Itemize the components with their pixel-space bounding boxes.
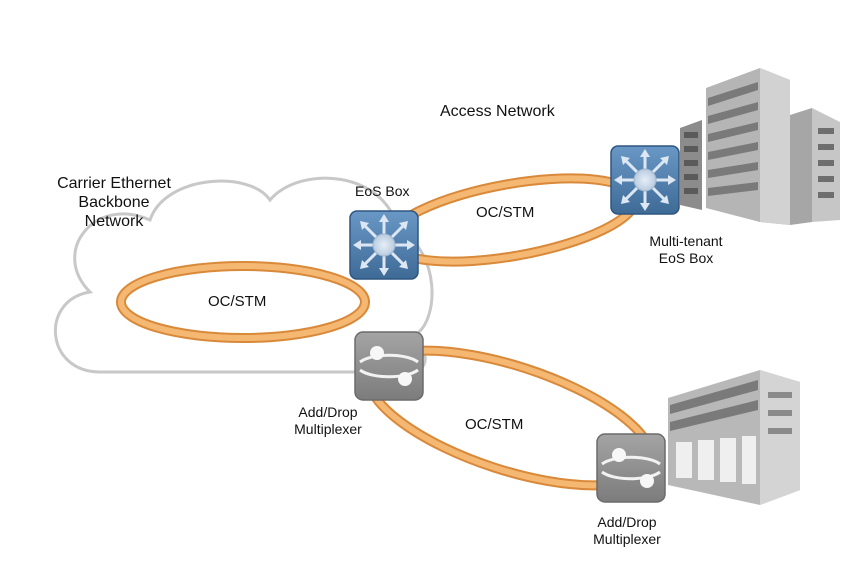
adm-right-icon <box>596 433 666 503</box>
multi-tenant-switch-icon <box>610 145 680 215</box>
access-ring-lower-label: OC/STM <box>465 416 524 433</box>
adm-right-label: Add/Drop Multiplexer <box>593 514 661 547</box>
office-tower-icon <box>680 68 840 225</box>
adm-left-label: Add/Drop Multiplexer <box>294 404 362 437</box>
office-building-icon <box>668 370 800 505</box>
backbone-ring <box>116 261 370 343</box>
adm-left-icon <box>354 331 424 401</box>
cloud-label: Carrier Ethernet Backbone Network <box>57 175 171 231</box>
multi-tenant-label: Multi-tenant EoS Box <box>649 233 723 266</box>
access-ring-upper-label: OC/STM <box>476 204 535 221</box>
backbone-ring-label: OC/STM <box>208 293 267 310</box>
eos-box-label: EoS Box <box>355 183 410 199</box>
eos-box-switch-icon <box>349 210 419 280</box>
access-network-label: Access Network <box>440 103 555 120</box>
